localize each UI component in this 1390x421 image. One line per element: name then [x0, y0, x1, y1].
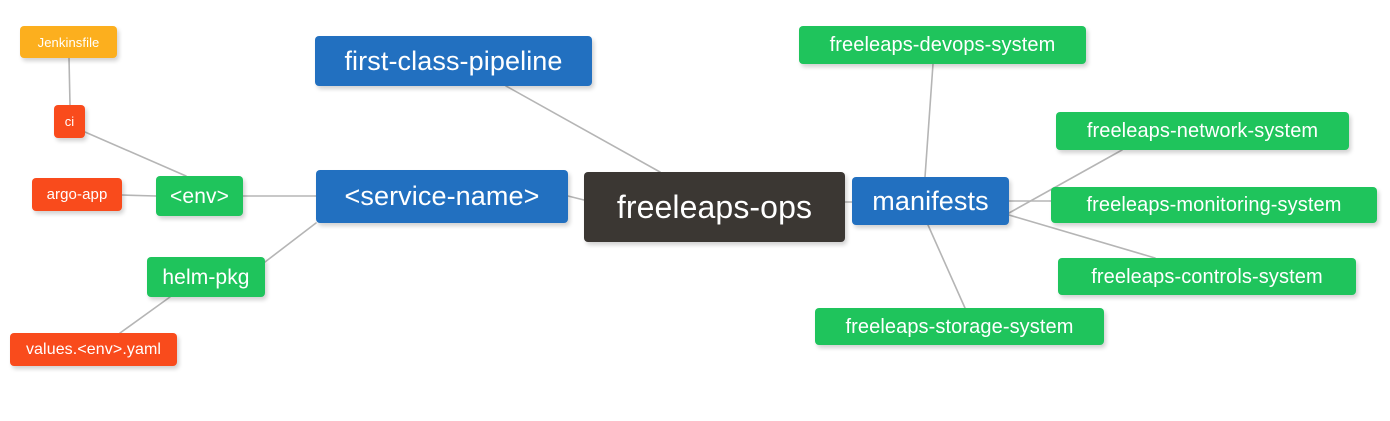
edge-ci-env — [84, 131, 187, 177]
node-freeleaps-controls-system[interactable]: freeleaps-controls-system — [1058, 258, 1356, 295]
node-label-jenkinsfile: Jenkinsfile — [37, 34, 100, 50]
node-label-ci: ci — [64, 114, 75, 129]
edge-argoapp-env — [121, 194, 157, 197]
node-argo-app[interactable]: argo-app — [32, 178, 122, 211]
node-values-env-yaml[interactable]: values.<env>.yaml — [10, 333, 177, 366]
node-label-freeleaps-monitoring-system: freeleaps-monitoring-system — [1086, 194, 1342, 216]
edge-servicename-ops — [567, 195, 585, 201]
node-label-env: <env> — [170, 184, 229, 208]
node-helm-pkg[interactable]: helm-pkg — [147, 257, 265, 297]
edge-pipeline-ops — [505, 85, 661, 173]
node-service-name[interactable]: <service-name> — [316, 170, 568, 223]
node-ci[interactable]: ci — [54, 105, 85, 138]
node-freeleaps-monitoring-system[interactable]: freeleaps-monitoring-system — [1051, 187, 1377, 223]
edge-servicename-helmpkg — [264, 222, 317, 263]
node-freeleaps-network-system[interactable]: freeleaps-network-system — [1056, 112, 1349, 150]
node-first-class-pipeline[interactable]: first-class-pipeline — [315, 36, 592, 86]
edge-helmpkg-values — [119, 296, 171, 334]
node-label-argo-app: argo-app — [46, 186, 108, 203]
node-manifests[interactable]: manifests — [852, 177, 1009, 225]
node-label-first-class-pipeline: first-class-pipeline — [344, 45, 563, 76]
node-label-freeleaps-network-system: freeleaps-network-system — [1086, 120, 1319, 142]
node-label-values-env-yaml: values.<env>.yaml — [25, 340, 162, 358]
node-freeleaps-storage-system[interactable]: freeleaps-storage-system — [815, 308, 1104, 345]
node-label-freeleaps-ops: freeleaps-ops — [616, 189, 813, 225]
node-label-manifests: manifests — [872, 185, 989, 216]
edge-jenkinsfile-ci — [68, 57, 71, 106]
node-jenkinsfile[interactable]: Jenkinsfile — [20, 26, 117, 58]
node-freeleaps-ops[interactable]: freeleaps-ops — [584, 172, 845, 242]
node-label-freeleaps-storage-system: freeleaps-storage-system — [845, 315, 1074, 338]
node-freeleaps-devops-system[interactable]: freeleaps-devops-system — [799, 26, 1086, 64]
node-label-freeleaps-devops-system: freeleaps-devops-system — [829, 34, 1056, 56]
node-label-service-name: <service-name> — [344, 181, 540, 211]
edge-manifests-devops — [924, 63, 934, 178]
node-label-freeleaps-controls-system: freeleaps-controls-system — [1091, 265, 1323, 288]
edge-manifests-storage — [927, 224, 966, 309]
node-env[interactable]: <env> — [156, 176, 243, 216]
node-label-helm-pkg: helm-pkg — [162, 265, 250, 289]
